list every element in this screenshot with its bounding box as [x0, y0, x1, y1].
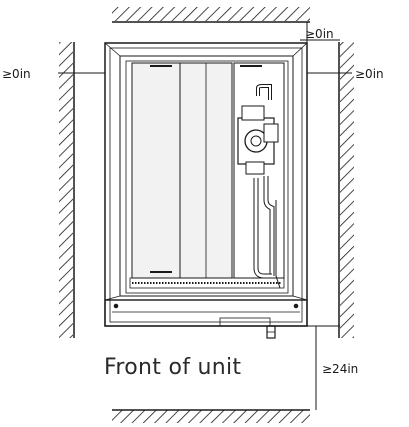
right-clearance-label: ≥0in: [355, 67, 384, 81]
heat-pump-unit: [104, 42, 308, 339]
right-wall: [338, 42, 354, 338]
left-coil-panel: [131, 62, 181, 279]
front-wall: [112, 409, 310, 423]
front-clearance-label: ≥24in: [322, 362, 358, 376]
front-of-unit-label: Front of unit: [104, 355, 241, 380]
pump-assembly: [237, 84, 281, 289]
bottom-grille: [129, 277, 285, 289]
top-clearance-label: ≥0in: [305, 27, 334, 41]
left-clearance-label: ≥0in: [2, 67, 31, 81]
left-wall: [59, 42, 75, 338]
dimension-lines: [58, 22, 352, 410]
unit-inner-frame: [119, 55, 294, 297]
top-wall: [112, 7, 310, 23]
